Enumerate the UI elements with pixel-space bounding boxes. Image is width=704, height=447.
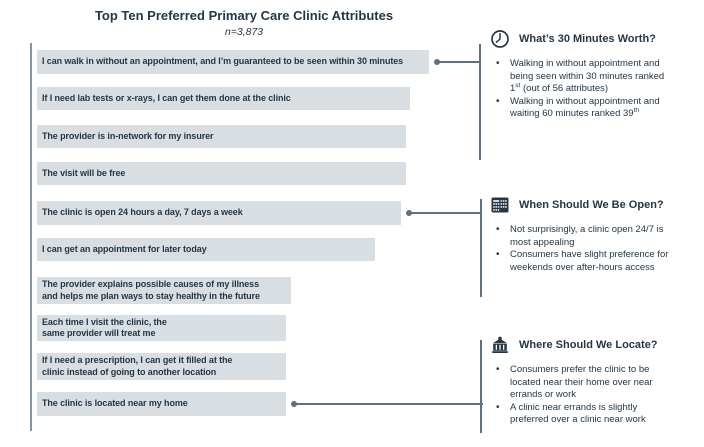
bar-visit-free: The visit will be free — [37, 162, 406, 185]
callout-bullet-list: Not surprisingly, a clinic open 24/7 is … — [494, 223, 702, 274]
bar-label: I can get an appointment for later today — [42, 243, 207, 254]
bullet-text: Walking in without appointment and being… — [510, 58, 665, 95]
bar-label: I can walk in without an appointment, an… — [42, 56, 404, 67]
callout-title: Where Should We Locate? — [519, 339, 658, 351]
callout-bullet: Not surprisingly, a clinic open 24/7 is … — [494, 223, 670, 249]
callout-bracket-open — [480, 199, 482, 297]
chart-header: Top Ten Preferred Primary Care Clinic At… — [0, 8, 488, 38]
bullet-text: Walking in without appointment and waiti… — [510, 95, 660, 120]
callout-bullet: Consumers prefer the clinic to be locate… — [494, 363, 670, 402]
connector-dot-walk-in — [434, 59, 440, 65]
bar-appointment-later-today: I can get an appointment for later today — [37, 238, 375, 261]
callout-where-locate: Where Should We Locate? Consumers prefer… — [490, 335, 702, 427]
y-axis-line — [30, 43, 32, 431]
connector-line-walk-in — [439, 61, 481, 63]
connector-dot-near-home — [291, 401, 297, 407]
bar-walk-in-30-min: I can walk in without an appointment, an… — [37, 50, 429, 74]
clock-icon — [490, 29, 510, 49]
callout-30-minutes: What’s 30 Minutes Worth? Walking in with… — [490, 29, 702, 121]
callout-bullet: Consumers have slight preference for wee… — [494, 248, 670, 274]
bar-label: The provider explains possible causes of… — [42, 279, 260, 301]
bar-near-home: The clinic is located near my home — [37, 392, 286, 416]
bullet-superscript: th — [633, 106, 639, 114]
callout-header: What’s 30 Minutes Worth? — [490, 29, 702, 49]
callout-bracket-locate — [480, 340, 482, 433]
bar-lab-tests-xrays: If I need lab tests or x-rays, I can get… — [37, 87, 410, 110]
sample-size-label: n=3,873 — [224, 26, 264, 38]
bar-in-network-insurer: The provider is in-network for my insure… — [37, 125, 406, 148]
bullet-text: A clinic near errands is slightly prefer… — [510, 401, 646, 426]
bar-provider-explains-causes: The provider explains possible causes of… — [37, 277, 291, 304]
callout-bullet-list: Consumers prefer the clinic to be locate… — [494, 363, 702, 427]
bar-label: If I need lab tests or x-rays, I can get… — [42, 92, 291, 103]
chart-title: Top Ten Preferred Primary Care Clinic At… — [94, 8, 394, 23]
callout-header: When Should We Be Open? — [490, 195, 702, 215]
callout-header: Where Should We Locate? — [490, 335, 702, 355]
bar-open-24-7: The clinic is open 24 hours a day, 7 day… — [37, 201, 401, 225]
bullet-text: Consumers have slight preference for wee… — [510, 249, 669, 273]
callout-bullet: A clinic near errands is slightly prefer… — [494, 401, 670, 427]
bullet-text: Consumers prefer the clinic to be locate… — [510, 364, 653, 401]
bar-label: Each time I visit the clinic, the same p… — [42, 316, 167, 338]
bar-label: If I need a prescription, I can get it f… — [42, 355, 233, 377]
callout-when-open: When Should We Be Open? Not surprisingly… — [490, 195, 702, 274]
bar-label: The provider is in-network for my insure… — [42, 130, 214, 141]
calendar-icon — [490, 195, 510, 215]
callout-title: When Should We Be Open? — [519, 199, 664, 211]
connector-line-open-24-7 — [411, 212, 482, 214]
bullet-text: (out of 56 attributes) — [520, 83, 609, 95]
callout-bracket-30-minutes — [479, 44, 481, 160]
connector-line-near-home — [296, 403, 483, 405]
bar-same-provider: Each time I visit the clinic, the same p… — [37, 315, 286, 341]
bank-building-icon — [490, 335, 510, 355]
callout-bullet: Walking in without appointment and waiti… — [494, 95, 670, 121]
bar-label: The clinic is open 24 hours a day, 7 day… — [42, 207, 243, 218]
bullet-text: Not surprisingly, a clinic open 24/7 is … — [510, 224, 664, 248]
bar-label: The visit will be free — [42, 167, 126, 178]
connector-dot-open-24-7 — [406, 210, 412, 216]
callout-bullet: Walking in without appointment and being… — [494, 57, 670, 96]
bullet-superscript: st — [515, 81, 521, 89]
callout-title: What’s 30 Minutes Worth? — [519, 33, 656, 45]
bar-prescription-filled: If I need a prescription, I can get it f… — [37, 353, 286, 380]
callout-bullet-list: Walking in without appointment and being… — [494, 57, 702, 121]
bar-label: The clinic is located near my home — [42, 398, 188, 409]
